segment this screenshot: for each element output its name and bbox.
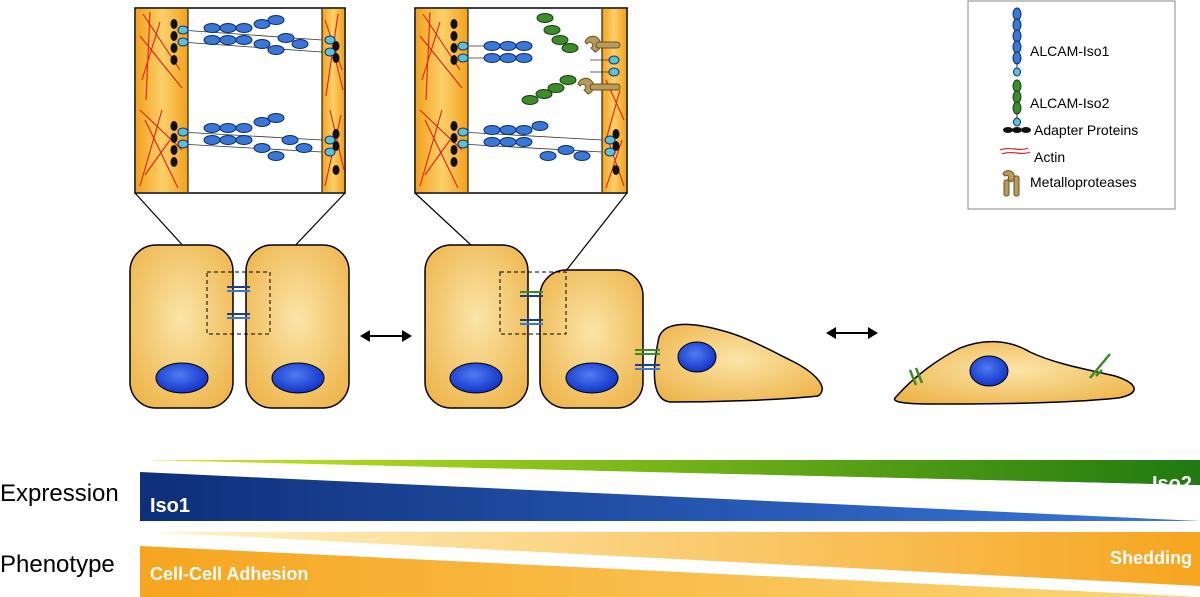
actin-right bbox=[419, 11, 625, 189]
actin-icon bbox=[999, 147, 1031, 155]
expression-right-text: Iso2 bbox=[1152, 473, 1192, 495]
nucleus bbox=[155, 362, 209, 394]
legend-label-iso2: ALCAM-Iso2 bbox=[1030, 95, 1110, 111]
alcam-iso1-dimer-bottom-right bbox=[457, 121, 616, 161]
expression-label: Expression bbox=[0, 480, 119, 507]
arrow-right bbox=[826, 327, 878, 339]
cell bbox=[245, 244, 350, 409]
zoom-panel-left bbox=[134, 7, 346, 194]
alcam-iso1-dimer-top bbox=[177, 15, 336, 57]
legend: ALCAM-Iso1 ALCAM-Iso2 Adapter Proteins A… bbox=[967, 0, 1176, 210]
cell-group-transition bbox=[424, 244, 823, 409]
membrane-left bbox=[136, 9, 188, 192]
phenotype-right-text: Shedding bbox=[1110, 548, 1192, 568]
expression-left-text: Iso1 bbox=[150, 495, 190, 517]
iso2-icon bbox=[1012, 79, 1022, 127]
expression-bars: Iso1 Iso2 bbox=[140, 460, 1200, 521]
legend-label-adapter: Adapter Proteins bbox=[1034, 122, 1138, 138]
legend-label-metalloprotease: Metalloproteases bbox=[1030, 174, 1137, 190]
cell-pair-adhered bbox=[129, 244, 350, 409]
adapter-proteins-right bbox=[450, 19, 620, 175]
cell-migratory bbox=[893, 340, 1135, 405]
shedding-wedge bbox=[150, 532, 1200, 586]
iso1-wedge bbox=[140, 472, 1200, 521]
metalloprotease-icons bbox=[577, 35, 621, 95]
adhesion-wedge bbox=[140, 546, 1200, 597]
arrow-left bbox=[360, 330, 412, 342]
metalloprotease-icon bbox=[1002, 170, 1020, 197]
phenotype-bars: Cell-Cell Adhesion Shedding bbox=[140, 532, 1200, 597]
nucleus bbox=[271, 362, 325, 394]
alcam-iso2-shed bbox=[521, 13, 620, 105]
alcam-iso1-top-partial bbox=[457, 41, 533, 63]
phenotype-label: Phenotype bbox=[0, 551, 115, 578]
iso1-icon bbox=[1012, 7, 1022, 77]
cell bbox=[129, 244, 234, 409]
legend-label-actin: Actin bbox=[1034, 149, 1065, 165]
legend-label-iso1: ALCAM-Iso1 bbox=[1030, 43, 1110, 59]
alcam-iso1-dimer-bottom bbox=[177, 113, 336, 161]
adapter-icon bbox=[1003, 127, 1031, 133]
zoom-panel-right bbox=[414, 7, 628, 194]
zoom-box bbox=[206, 271, 271, 335]
adapter-proteins-left bbox=[170, 19, 340, 175]
phenotype-left-text: Cell-Cell Adhesion bbox=[150, 564, 308, 584]
